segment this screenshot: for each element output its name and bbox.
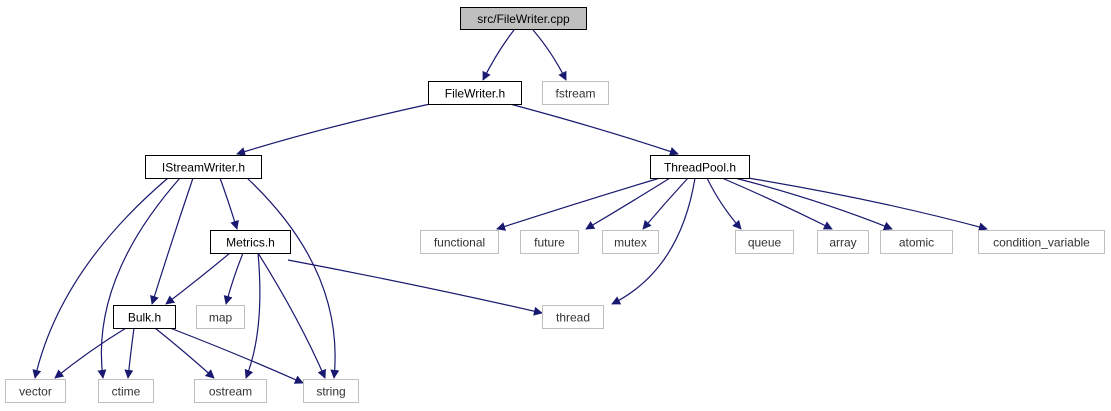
edge-filewriter-h-to-istreamwriter-h (236, 103, 431, 156)
node-box-atomic (880, 230, 953, 254)
node-label-condition-variable: condition_variable (993, 236, 1090, 250)
node-label-vector: vector (19, 385, 52, 399)
node-label-ctime: ctime (112, 385, 141, 399)
edge-filewriter-cpp-to-fstream (532, 29, 567, 81)
node-label-ostream: ostream (209, 385, 252, 399)
node-label-fstream: fstream (555, 87, 595, 101)
edge-istreamwriter-h-to-metrics-h (219, 177, 239, 230)
edge-filewriter-cpp-to-filewriter-h (482, 29, 515, 81)
edge-threadpool-h-to-future (585, 177, 671, 230)
node-metrics-h[interactable]: Metrics.h (210, 230, 291, 254)
edge-istreamwriter-h-to-ctime (97, 177, 181, 379)
node-box-metrics-h (210, 230, 291, 254)
node-bulk-h[interactable]: Bulk.h (113, 305, 176, 329)
edge-threadpool-h-to-queue (706, 177, 742, 230)
node-thread: thread (542, 305, 604, 329)
node-label-filewriter-h: FileWriter.h (445, 87, 505, 101)
node-box-mutex (602, 230, 659, 254)
edge-metrics-h-to-string (257, 252, 326, 379)
edge-metrics-h-to-ostream (244, 252, 261, 379)
node-label-future: future (534, 236, 565, 250)
node-label-filewriter-cpp: src/FileWriter.cpp (477, 12, 570, 26)
node-string: string (303, 379, 359, 403)
node-box-future (520, 230, 579, 254)
edge-threadpool-h-to-thread (611, 177, 696, 305)
node-label-string: string (316, 385, 345, 399)
node-label-map: map (209, 311, 233, 325)
edge-bulk-h-to-string (169, 327, 304, 384)
node-label-bulk-h: Bulk.h (128, 311, 161, 325)
node-vector: vector (5, 379, 66, 403)
node-map: map (196, 305, 245, 329)
node-box-array (817, 230, 869, 254)
node-ostream: ostream (194, 379, 267, 403)
node-box-filewriter-h (428, 81, 522, 105)
edge-bulk-h-to-ostream (154, 327, 215, 379)
node-mutex: mutex (602, 230, 659, 254)
node-istreamwriter-h[interactable]: IStreamWriter.h (145, 155, 262, 179)
node-box-filewriter-cpp (460, 7, 587, 30)
node-box-functional (420, 230, 499, 254)
edges-layer (32, 29, 988, 384)
node-label-array: array (829, 236, 856, 250)
edge-bulk-h-to-ctime (124, 327, 135, 379)
node-functional: functional (420, 230, 499, 254)
edge-istreamwriter-h-to-vector (32, 177, 169, 379)
edge-filewriter-h-to-threadpool-h (509, 103, 679, 156)
edge-bulk-h-to-vector (54, 327, 127, 379)
node-box-map (196, 305, 245, 329)
node-threadpool-h[interactable]: ThreadPool.h (650, 155, 750, 179)
edge-metrics-h-to-bulk-h (165, 252, 231, 305)
node-fstream: fstream (542, 81, 609, 105)
node-box-threadpool-h (650, 155, 750, 179)
node-box-ostream (194, 379, 267, 403)
node-label-thread: thread (556, 311, 590, 325)
node-box-condition-variable (978, 230, 1105, 254)
node-filewriter-cpp[interactable]: src/FileWriter.cpp (460, 7, 587, 30)
node-box-fstream (542, 81, 609, 105)
edge-threadpool-h-to-mutex (642, 177, 689, 230)
node-array: array (817, 230, 869, 254)
edge-istreamwriter-h-to-bulk-h (150, 177, 194, 305)
node-future: future (520, 230, 579, 254)
node-label-atomic: atomic (899, 236, 934, 250)
node-condition-variable: condition_variable (978, 230, 1105, 254)
edge-threadpool-h-to-functional (496, 177, 661, 231)
edge-metrics-h-to-thread (287, 259, 543, 316)
node-box-vector (5, 379, 66, 403)
node-box-thread (542, 305, 604, 329)
node-label-metrics-h: Metrics.h (226, 236, 275, 250)
node-box-istreamwriter-h (145, 155, 262, 179)
node-filewriter-h[interactable]: FileWriter.h (428, 81, 522, 105)
edge-threadpool-h-to-atomic (734, 177, 893, 231)
edge-metrics-h-to-map (223, 252, 244, 305)
edge-istreamwriter-h-to-string (246, 177, 340, 379)
edge-threadpool-h-to-condition-variable (747, 177, 988, 232)
node-ctime: ctime (98, 379, 154, 403)
node-label-istreamwriter-h: IStreamWriter.h (162, 161, 245, 175)
node-label-functional: functional (434, 236, 485, 250)
node-box-ctime (98, 379, 154, 403)
node-label-queue: queue (748, 236, 782, 250)
edge-threadpool-h-to-array (721, 177, 833, 230)
node-atomic: atomic (880, 230, 953, 254)
node-label-threadpool-h: ThreadPool.h (664, 161, 736, 175)
node-box-string (303, 379, 359, 403)
node-box-queue (735, 230, 794, 254)
node-label-mutex: mutex (614, 236, 647, 250)
node-queue: queue (735, 230, 794, 254)
node-box-bulk-h (113, 305, 176, 329)
